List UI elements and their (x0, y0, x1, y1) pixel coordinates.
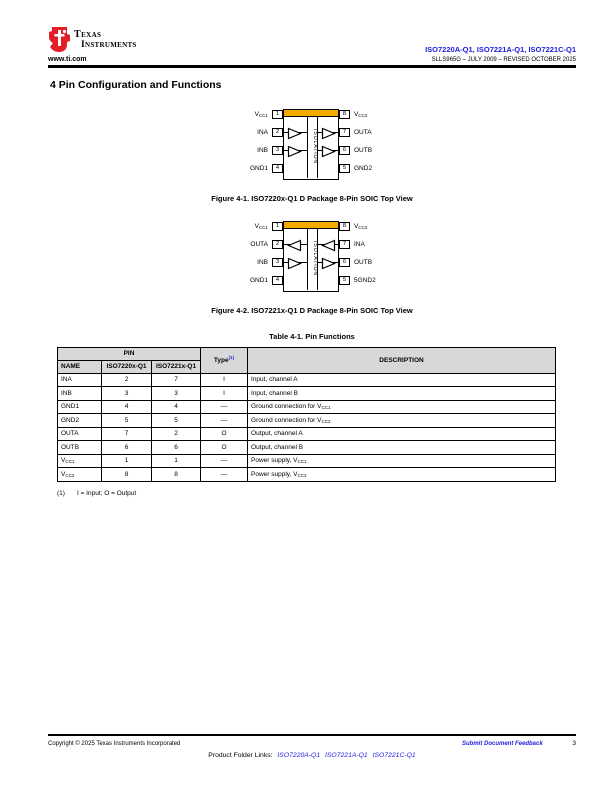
pin-number: 2 (272, 240, 283, 249)
figure-1-caption: Figure 4-1. ISO7220x-Q1 D Package 8-Pin … (211, 193, 413, 203)
isolation-label: ISOLATION (312, 129, 318, 165)
table-footnote: (1) I = Input; O = Output (57, 490, 576, 497)
copyright-notice: Copyright © 2025 Texas Instruments Incor… (48, 741, 181, 747)
col-header-iso7220x: ISO7220x-Q1 (101, 359, 152, 374)
pin-number: 5 (339, 276, 350, 285)
product-folder-link-iso7221c[interactable]: ISO7221C-Q1 (372, 752, 416, 759)
logo-line1: Texas (74, 29, 102, 40)
pin-number: 8 (339, 222, 350, 231)
product-folder-link-iso7221a[interactable]: ISO7221A-Q1 (325, 752, 368, 759)
table-row: VCC1 1 1 — Power supply, VCC1 (57, 453, 557, 468)
page-footer: Copyright © 2025 Texas Instruments Incor… (48, 734, 576, 759)
pin-label-vcc1: VCC1 (254, 110, 268, 118)
pin-number: 3 (272, 146, 283, 155)
footnote-text: I = Input; O = Output (76, 489, 137, 497)
doc-info: SLLS965G – JULY 2009 – REVISED OCTOBER 2… (431, 57, 576, 63)
isolation-barrier-line (316, 116, 318, 178)
pin-number: 6 (339, 258, 350, 267)
isolation-label: ISOLATION (312, 241, 318, 277)
page-header: Texas Instruments www.ti.com ISO7220A-Q1… (48, 26, 576, 63)
pin-label-gnd1: GND1 (249, 276, 268, 284)
table-row: VCC2 8 8 — Power supply, VCC2 (57, 467, 557, 482)
pin-label-gnd2: GND2 (354, 164, 373, 172)
package-diagram-iso7220: ISOLATION VCC1 INA INB GND1 1 2 3 4 VCC2… (187, 105, 437, 185)
isolation-barrier-line (306, 228, 308, 290)
package-pin1-marker-bar (283, 108, 339, 117)
website-link[interactable]: www.ti.com (48, 56, 87, 63)
buffer-triangle-left-icon (321, 239, 336, 251)
buffer-triangle-left-icon (287, 239, 302, 251)
col-header-description: DESCRIPTION (247, 346, 557, 374)
pin-number: 7 (339, 128, 350, 137)
pin-number: 1 (272, 222, 283, 231)
ti-logo-text: Texas Instruments (74, 26, 137, 51)
pin-number: 4 (272, 276, 283, 285)
product-folder-link-iso7220a[interactable]: ISO7220A-Q1 (277, 752, 321, 759)
buffer-triangle-right-icon (287, 145, 302, 157)
col-header-iso7221x: ISO7221x-Q1 (150, 359, 202, 374)
pin-number: 8 (339, 110, 350, 119)
ti-logo-block: Texas Instruments www.ti.com (48, 26, 137, 63)
pin-number: 4 (272, 164, 283, 173)
isolation-barrier-line (316, 228, 318, 290)
soic-package-body (283, 108, 339, 180)
pin-label-outa: OUTA (250, 240, 268, 248)
pin-label-vcc1: VCC1 (254, 222, 268, 230)
buffer-triangle-right-icon (321, 127, 336, 139)
submit-feedback-link[interactable]: Submit Document Feedback (462, 741, 543, 747)
buffer-triangle-right-icon (287, 127, 302, 139)
logo-line2: Instruments (81, 40, 137, 50)
pin-label-outb: OUTB (354, 146, 373, 154)
pin-label-gnd2: 5GND2 (354, 276, 376, 284)
figure-1-block: ISOLATION VCC1 INA INB GND1 1 2 3 4 VCC2… (48, 105, 576, 203)
col-header-name: NAME (57, 359, 102, 374)
buffer-triangle-right-icon (321, 145, 336, 157)
header-right: ISO7220A-Q1, ISO7221A-Q1, ISO7221C-Q1 SL… (425, 45, 576, 64)
table-row: GND2 5 5 — Ground connection for VCC2 (57, 413, 557, 428)
section-heading: 4 Pin Configuration and Functions (50, 78, 222, 91)
pin-label-ina: INA (354, 240, 365, 248)
soic-package-body (283, 220, 339, 292)
pin-number: 7 (339, 240, 350, 249)
pin-label-inb: INB (257, 258, 268, 266)
footnote-marker: (1) (57, 489, 65, 497)
table-row: INB 3 3 I Input, channel B (57, 386, 557, 401)
pin-label-vcc2: VCC2 (354, 110, 368, 118)
buffer-triangle-right-icon (287, 257, 302, 269)
pin-number: 3 (272, 258, 283, 267)
pin-label-outa: OUTA (354, 128, 372, 136)
pin-label-ina: INA (257, 128, 268, 136)
pin-label-inb: INB (257, 146, 268, 154)
product-folder-label: Product Folder Links: (208, 752, 273, 759)
table-row: INA 2 7 I Input, channel A (57, 372, 557, 387)
col-header-pin: PIN (56, 346, 202, 361)
table-row: OUTA 7 2 O Output, channel A (57, 426, 557, 441)
pin-number: 6 (339, 146, 350, 155)
page-number: 3 (572, 740, 576, 747)
figure-2-caption: Figure 4-2. ISO7221x-Q1 D Package 8-Pin … (211, 305, 413, 315)
isolation-barrier-line (306, 116, 308, 178)
footer-rule (48, 734, 576, 736)
table-row: GND1 4 4 — Ground connection for VCC1 (57, 399, 557, 414)
ti-logo-icon (49, 27, 70, 52)
pin-number: 5 (339, 164, 350, 173)
pin-functions-table: PIN Type(1) DESCRIPTION NAME ISO7220x-Q1… (56, 346, 557, 482)
buffer-triangle-right-icon (321, 257, 336, 269)
col-header-type: Type(1) (200, 346, 249, 374)
pin-number: 1 (272, 110, 283, 119)
pin-label-outb: OUTB (354, 258, 373, 266)
pin-number: 2 (272, 128, 283, 137)
figure-2-block: ISOLATION VCC1 OUTA INB GND1 1 2 3 4 VCC… (48, 217, 576, 315)
part-numbers: ISO7220A-Q1, ISO7221A-Q1, ISO7221C-Q1 (425, 44, 576, 54)
table-row: OUTB 6 6 O Output, channel B (57, 440, 557, 455)
page-content: Texas Instruments www.ti.com ISO7220A-Q1… (48, 26, 576, 497)
package-diagram-iso7221: ISOLATION VCC1 OUTA INB GND1 1 2 3 4 VCC… (187, 217, 437, 297)
table-title: Table 4-1. Pin Functions (269, 331, 355, 341)
package-pin1-marker-bar (283, 220, 339, 229)
header-rule (48, 65, 576, 68)
pin-label-gnd1: GND1 (249, 164, 268, 172)
pin-label-vcc2: VCC2 (354, 222, 368, 230)
